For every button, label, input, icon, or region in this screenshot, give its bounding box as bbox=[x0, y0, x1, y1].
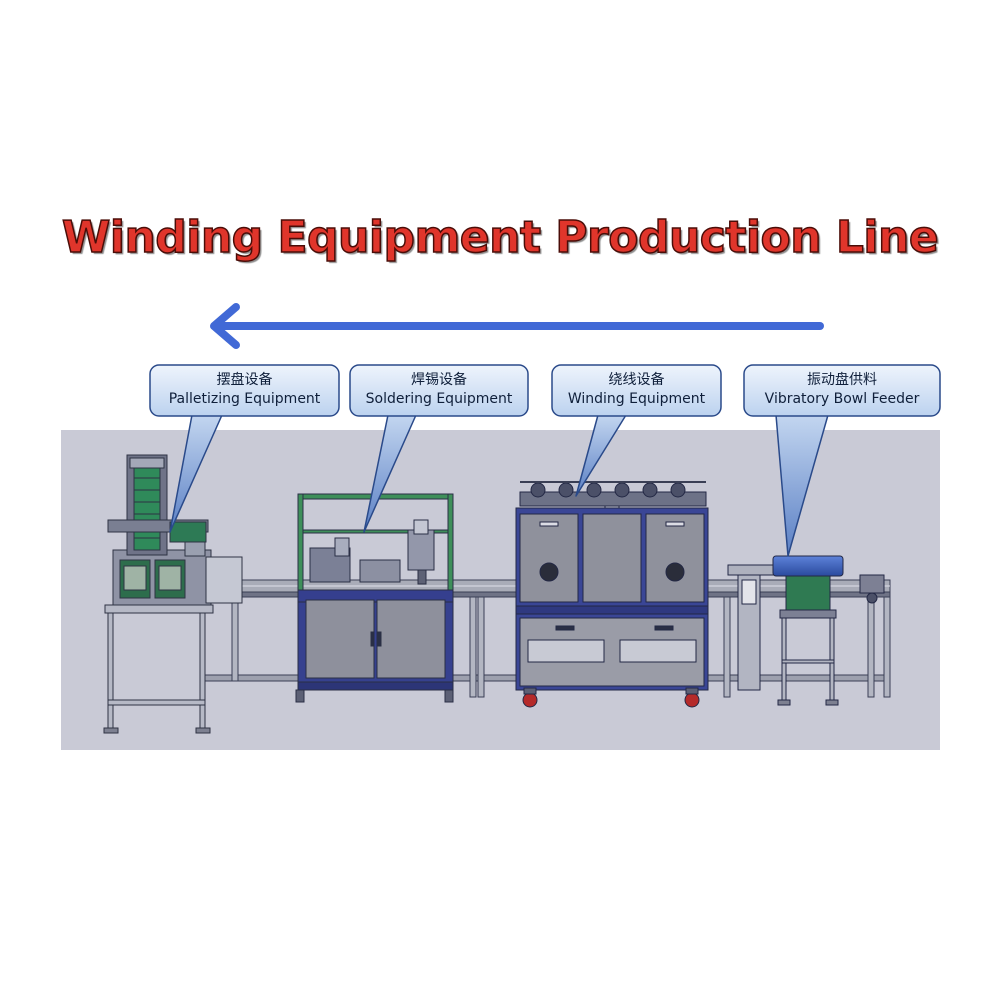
callout-bowl-feeder bbox=[743, 364, 941, 557]
station-label-en: Soldering Equipment bbox=[365, 391, 513, 407]
station-label-cn: 摆盘设备 bbox=[216, 372, 273, 388]
station-label-en: Vibratory Bowl Feeder bbox=[764, 391, 920, 407]
winding-machine bbox=[515, 481, 709, 708]
callout-text-bowl-feeder: 振动盘供料 Vibratory Bowl Feeder bbox=[744, 371, 940, 409]
callout-palletizing bbox=[149, 364, 340, 533]
vibratory-bowl-feeder bbox=[727, 555, 885, 706]
callout-text-winding: 绕线设备 Winding Equipment bbox=[552, 371, 721, 409]
callout-winding bbox=[551, 364, 722, 497]
callout-text-palletizing: 摆盘设备 Palletizing Equipment bbox=[150, 371, 339, 409]
station-label-cn: 振动盘供料 bbox=[807, 372, 877, 388]
callout-text-soldering: 焊锡设备 Soldering Equipment bbox=[350, 371, 528, 409]
diagram-title: Winding Equipment Production Line bbox=[61, 211, 939, 264]
station-label-en: Winding Equipment bbox=[567, 391, 706, 407]
callout-soldering bbox=[349, 364, 529, 533]
flow-direction-arrow bbox=[210, 303, 824, 349]
station-label-cn: 焊锡设备 bbox=[411, 372, 467, 388]
station-label-en: Palletizing Equipment bbox=[168, 391, 321, 407]
palletizing-machine bbox=[103, 454, 243, 734]
station-label-cn: 绕线设备 bbox=[608, 372, 665, 388]
soldering-machine bbox=[295, 493, 454, 703]
